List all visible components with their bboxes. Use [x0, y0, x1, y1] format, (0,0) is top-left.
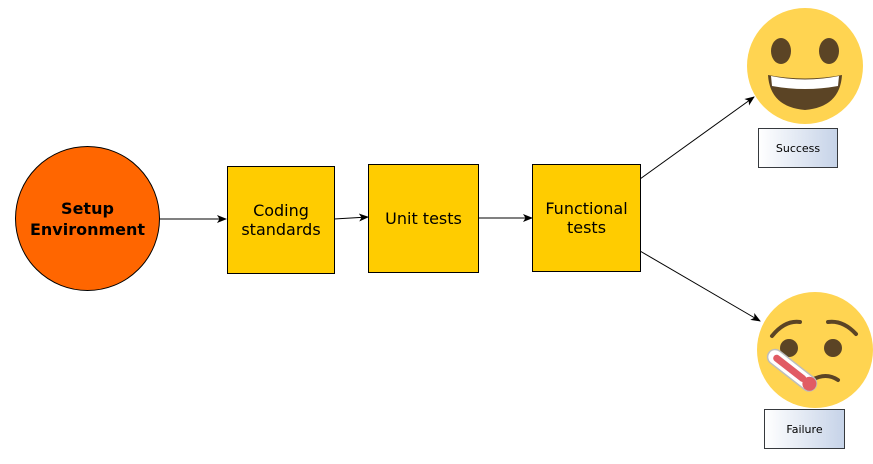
- arrow-functional-to-failure: [639, 250, 761, 322]
- arrow-functional-to-success: [639, 96, 755, 180]
- setup-environment-label: Setup Environment: [29, 198, 146, 239]
- functional-tests-node[interactable]: Functional tests: [532, 164, 641, 272]
- unit-tests-label: Unit tests: [385, 209, 462, 228]
- coding-standards-label: Coding standards: [241, 201, 321, 239]
- arrow-coding-to-unit: [333, 213, 369, 222]
- unit-tests-node[interactable]: Unit tests: [368, 164, 479, 273]
- setup-environment-node[interactable]: Setup Environment: [15, 146, 160, 291]
- functional-tests-label: Functional tests: [545, 199, 628, 237]
- failure-label[interactable]: Failure: [764, 409, 845, 449]
- success-label[interactable]: Success: [758, 128, 838, 168]
- coding-standards-node[interactable]: Coding standards: [227, 166, 335, 274]
